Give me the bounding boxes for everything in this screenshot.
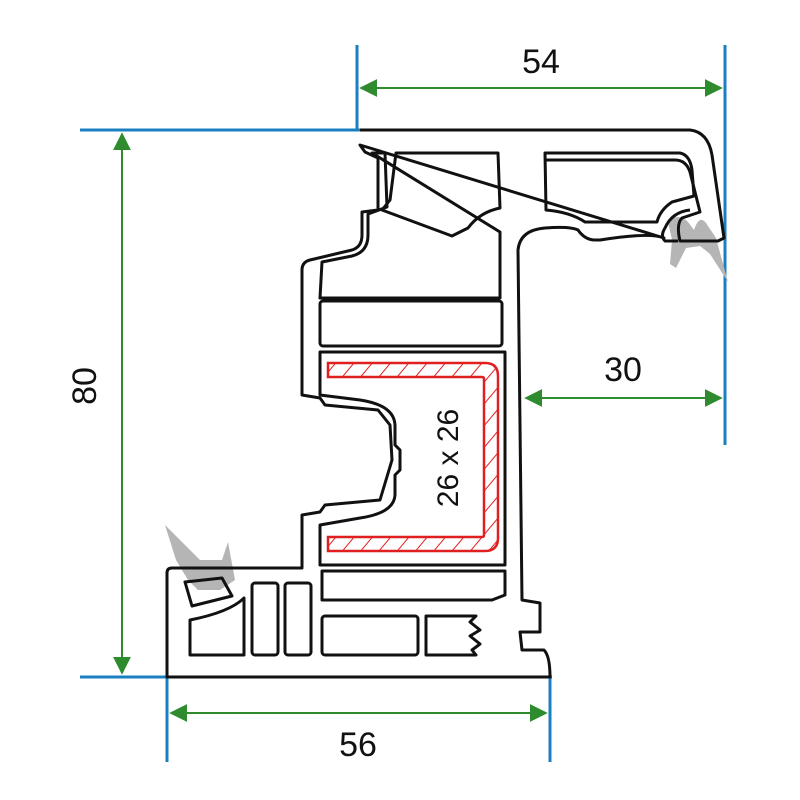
height-dimension-label: 80	[66, 367, 104, 405]
profile-outline	[165, 128, 726, 679]
rebate-dimension-label: 30	[604, 351, 642, 389]
top-gasket	[668, 217, 728, 282]
reinforcement-chamber	[318, 350, 507, 567]
steel-reinforcement	[326, 361, 500, 553]
bottom-width-dimension-label: 56	[339, 726, 377, 764]
chamber	[320, 569, 507, 602]
top-width-dimension-label: 54	[522, 43, 560, 81]
reinforcement-size-label: 26 x 26	[432, 409, 465, 507]
chamber	[320, 614, 420, 657]
chamber	[283, 581, 313, 657]
chamber	[424, 614, 482, 657]
chamber	[318, 299, 504, 348]
chamber	[543, 151, 696, 224]
chamber	[250, 581, 280, 657]
bottom-gasket	[165, 525, 235, 590]
reinforcement-section	[326, 361, 500, 553]
chamber	[318, 151, 502, 300]
chamber	[183, 576, 234, 608]
chamber	[380, 151, 502, 238]
profile-chambers	[183, 151, 696, 657]
chamber	[188, 596, 246, 657]
dimension-lines	[113, 79, 723, 722]
